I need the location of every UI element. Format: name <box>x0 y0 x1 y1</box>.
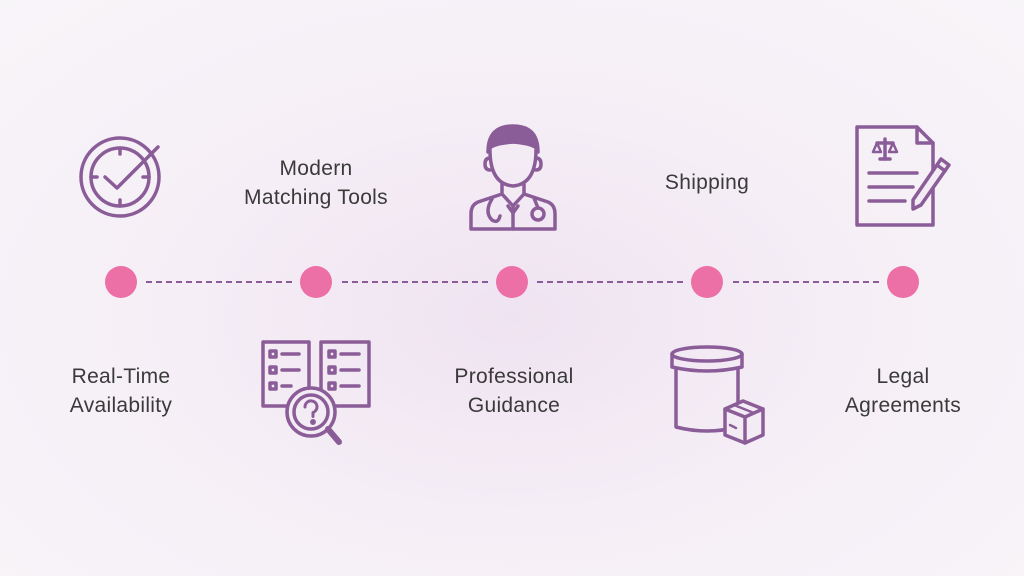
legal-document-icon <box>855 125 955 234</box>
timeline-dot <box>300 266 332 298</box>
timeline-dot <box>887 266 919 298</box>
timeline-dot <box>691 266 723 298</box>
clock-check-icon <box>78 135 162 224</box>
connector-line <box>537 281 683 283</box>
connector-line <box>733 281 879 283</box>
connector-line <box>146 281 292 283</box>
step-label-shipping: Shipping <box>664 171 750 194</box>
container-box-icon <box>670 345 770 450</box>
connector-line <box>342 281 488 283</box>
step-label-legal-agreements: Legal Agreements <box>844 365 962 417</box>
doctor-icon <box>468 122 558 237</box>
step-label-real-time-availability: Real-Time Availability <box>69 365 173 417</box>
timeline-dot <box>105 266 137 298</box>
step-label-modern-matching-tools: Modern Matching Tools <box>244 157 388 209</box>
step-label-professional-guidance: Professional Guidance <box>454 365 574 417</box>
checklist-search-icon <box>261 340 373 455</box>
timeline-dot <box>496 266 528 298</box>
